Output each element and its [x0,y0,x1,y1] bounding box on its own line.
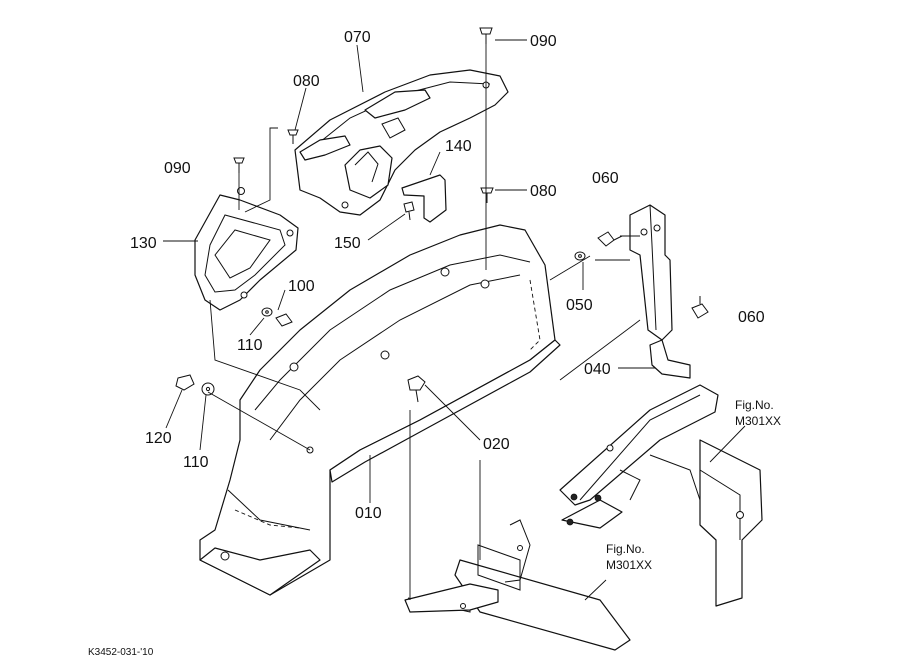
frame-rails [404,519,631,651]
right-frame-assembly [559,384,763,607]
callout-100: 100 [288,278,315,295]
callout-leaders [163,39,746,601]
callout-150: 150 [334,235,361,252]
callout-060-lower: 060 [738,309,765,326]
fasteners [175,27,709,396]
callout-110-lower: 110 [183,454,209,471]
stay-bracket [649,339,691,379]
figure-references: Fig.No. M301XX Fig.No. M301XX [606,398,781,572]
upright-bracket [629,204,673,341]
bolt-020 [407,375,426,403]
callout-010: 010 [355,505,382,522]
fig-ref-1-line2: M301XX [735,414,781,428]
fig-ref-1-line1: Fig.No. [735,398,774,412]
callout-060-upper: 060 [592,170,619,187]
callout-110-upper: 110 [237,337,263,354]
top-cover-panel [294,69,509,216]
bracket-140 [401,174,447,223]
callout-080-right: 080 [530,183,557,200]
callout-140: 140 [445,138,472,155]
side-cover-panel [194,187,299,311]
fender-main [199,224,561,596]
callout-090-top: 090 [530,33,557,50]
callout-080-left: 080 [293,73,320,90]
assembly-lines [207,44,641,600]
callout-130: 130 [130,235,157,252]
callout-040: 040 [584,361,611,378]
callout-090-left: 090 [164,160,191,177]
fig-ref-2-line1: Fig.No. [606,542,645,556]
callout-120: 120 [145,430,172,447]
callout-labels: 070 090 080 090 140 080 060 150 130 100 … [130,29,765,522]
callout-020: 020 [483,436,510,453]
drawing-code: K3452-031-'10 [88,647,154,658]
callout-050: 050 [566,297,593,314]
fig-ref-2-line2: M301XX [606,558,652,572]
callout-070: 070 [344,29,371,46]
